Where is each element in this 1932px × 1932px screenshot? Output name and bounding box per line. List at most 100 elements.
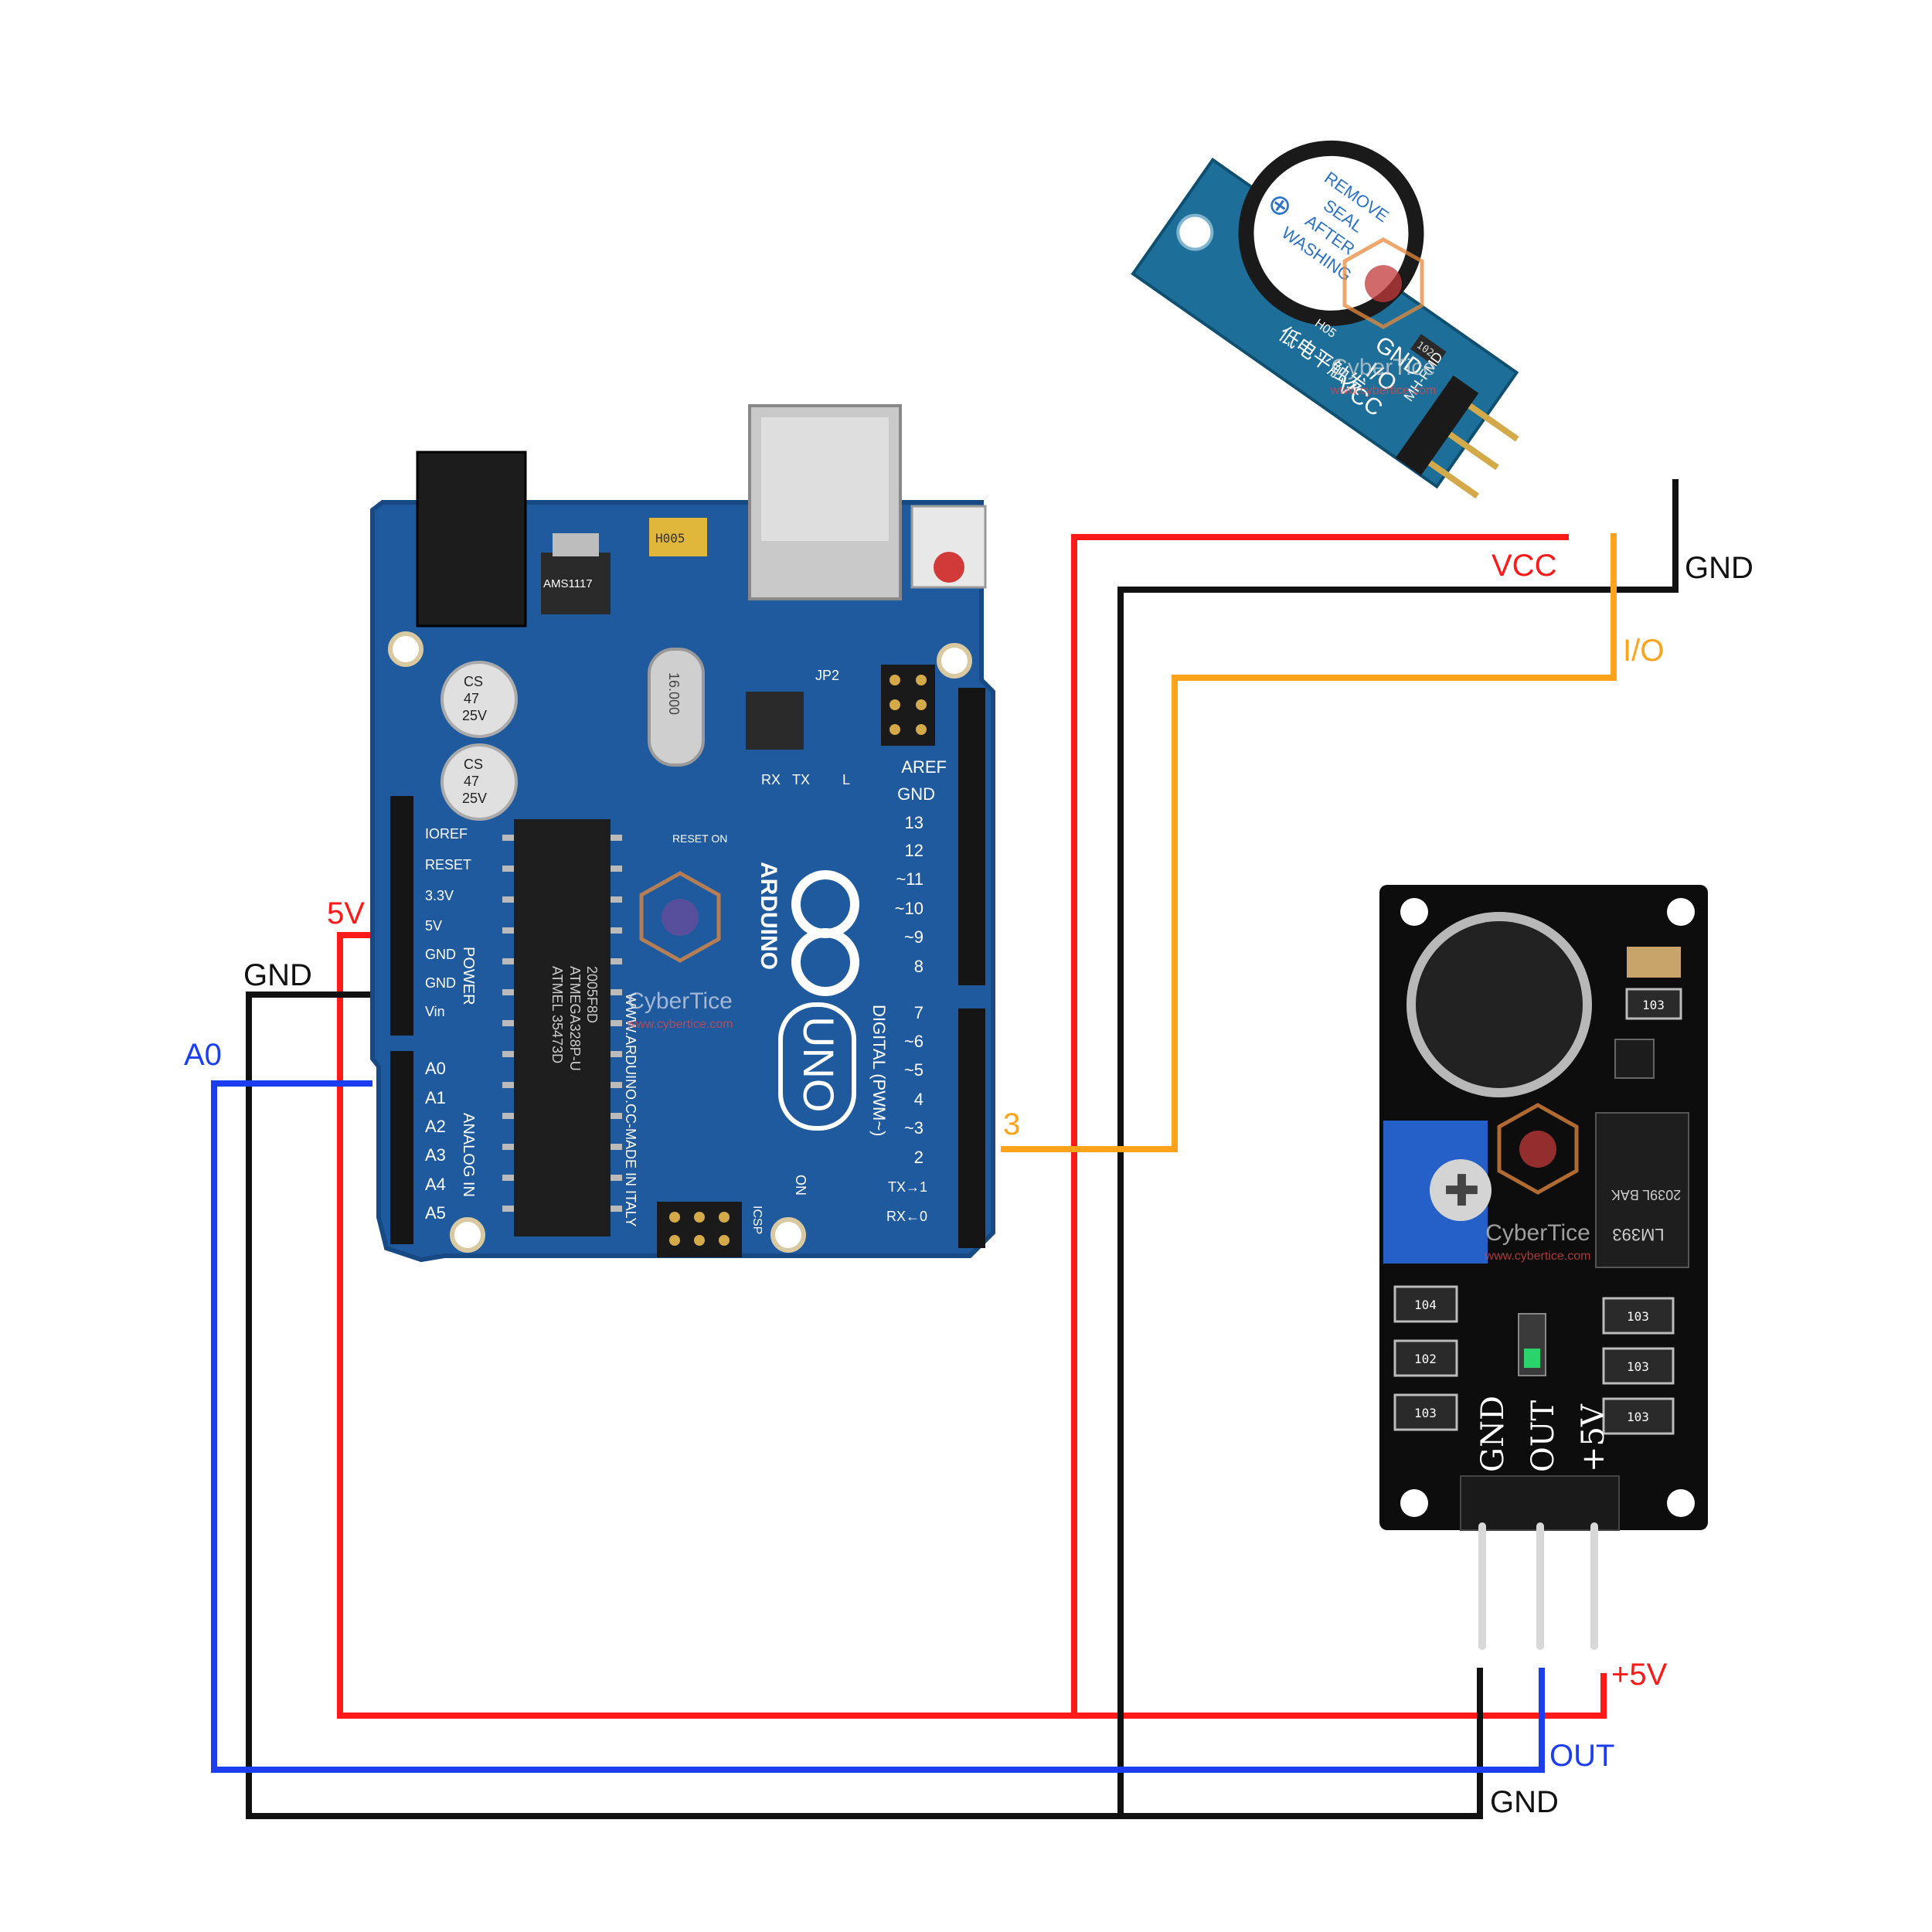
- sound-pins: [1478, 1522, 1598, 1650]
- pin-label-a3: A3: [425, 1145, 446, 1165]
- buzzer-resistor: [1410, 334, 1447, 367]
- sound-pin-label-5v: +5V: [1576, 1403, 1611, 1472]
- pin-label-3: ~3: [904, 1118, 923, 1138]
- resistor-label: 102: [1414, 1352, 1437, 1366]
- pin-label-12: 12: [905, 841, 923, 860]
- chip-brand: ATMEL 35473D: [549, 966, 565, 1063]
- wire-a0: [211, 1080, 1545, 1773]
- watermark-buzzer: CyberTice www.cybertice.com: [1330, 237, 1437, 397]
- arduino-logo: [791, 870, 859, 996]
- buzzer-pins: [1427, 403, 1519, 499]
- analog-pin-labels: A0 A1 A2 A3 A4 A5: [425, 1059, 446, 1223]
- regulator-tab: [553, 533, 599, 556]
- watermark-sound: CyberTice www.cybertice.com: [1485, 1103, 1591, 1263]
- transistor: [1614, 1039, 1655, 1079]
- resistor-label: 103: [1414, 1406, 1437, 1420]
- sound-mount-hole: [1667, 1489, 1695, 1517]
- lm393-chip: [1595, 1112, 1689, 1268]
- usb-inner: [761, 417, 889, 541]
- digital-header-top: [958, 688, 985, 985]
- sound-resistor-top-label: 103: [1642, 998, 1665, 1012]
- pin-label-gnd-d: GND: [897, 784, 935, 804]
- sound-mount-hole: [1667, 898, 1695, 926]
- jp2-label: JP2: [815, 668, 839, 683]
- uno-badge: [778, 1002, 856, 1131]
- label-uno-a0: A0: [184, 1038, 222, 1072]
- label-sound-5v: +5V: [1611, 1658, 1668, 1692]
- wire-d3: [1001, 533, 1617, 1152]
- uno-model: UNO: [794, 1016, 843, 1112]
- mount-hole: [450, 1217, 485, 1253]
- label-sound-out: OUT: [1549, 1739, 1614, 1773]
- regulator-label: AMS1117: [543, 577, 593, 590]
- pin-label-ioref: IOREF: [425, 826, 468, 842]
- pin-label-gnd2: GND: [425, 975, 456, 991]
- watermark-url: www.cybertice.com: [1485, 1250, 1591, 1263]
- resistor-label: 103: [1627, 1359, 1649, 1374]
- svg-text:47: 47: [464, 691, 479, 706]
- pin-label-a0: A0: [425, 1059, 446, 1078]
- fuse: [649, 518, 707, 556]
- label-buzzer-vcc: VCC: [1492, 549, 1556, 583]
- mount-hole: [388, 631, 423, 667]
- icsp-top-header: [881, 665, 935, 746]
- fuse-label: H005: [655, 531, 685, 546]
- sound-mount-hole: [1400, 898, 1428, 926]
- sound-sensor-module: 103 ✚ LM393 2039L BAK 104 102 103 103 10…: [1379, 885, 1708, 1650]
- pin-label-a4: A4: [425, 1175, 446, 1194]
- resistors-left: [1393, 1285, 1458, 1431]
- pin-label-4: 4: [914, 1090, 923, 1109]
- pin-label-3v3: 3.3V: [425, 888, 454, 903]
- voltage-regulator: [541, 553, 611, 614]
- pin-label-aref: AREF: [901, 757, 947, 777]
- watermark-url: www.cybertice.com: [627, 1018, 733, 1031]
- sound-capacitor: [1627, 947, 1681, 978]
- wire-gnd-to-buzzer: [1117, 479, 1679, 1816]
- crystal-label: 16.000: [666, 672, 682, 715]
- capacitor-1: CS 47 25V: [440, 661, 518, 738]
- pin-label-7: 7: [914, 1003, 923, 1022]
- watermark-arduino: CyberTice www.cybertice.com: [627, 871, 733, 1031]
- buzzer-header: [1395, 375, 1479, 476]
- icsp-label: ICSP: [750, 1206, 764, 1234]
- pin-label-a5: A5: [425, 1203, 446, 1223]
- pin-label-5: ~5: [904, 1060, 923, 1080]
- sound-pin-label-out: OUT: [1526, 1400, 1561, 1472]
- svg-text:25V: 25V: [462, 708, 487, 723]
- watermark-brand: CyberTice: [1485, 1220, 1590, 1246]
- pin-label-5v: 5V: [425, 918, 442, 934]
- sound-led-green: [1524, 1349, 1540, 1368]
- pin-label-13: 13: [905, 813, 923, 832]
- pin-label-10: ~10: [895, 899, 923, 918]
- svg-text:CS: CS: [464, 674, 483, 689]
- sound-pin-label-gnd: GND: [1475, 1396, 1511, 1472]
- label-sound-gnd: GND: [1490, 1785, 1559, 1819]
- label-uno-gnd: GND: [243, 958, 312, 992]
- digital-pin-labels-bottom: 7 ~6 ~5 4 ~3 2 TX→1 RX←0: [886, 1003, 927, 1224]
- resistors-right-labels: 103 103 103: [1627, 1309, 1649, 1424]
- pin-label-gnd1: GND: [425, 947, 456, 962]
- label-buzzer-io: I/O: [1623, 634, 1664, 668]
- pin-label-2: 2: [914, 1148, 923, 1167]
- crystal: [648, 648, 705, 767]
- pin-label-6: ~6: [904, 1032, 923, 1051]
- power-pin-labels: IOREF RESET 3.3V 5V GND GND Vin: [425, 826, 471, 1019]
- pin-label-reset: RESET: [425, 857, 471, 872]
- atmega-pins: [502, 835, 622, 1212]
- icsp-header: [657, 1202, 742, 1257]
- resistor-label: 103: [1627, 1410, 1649, 1424]
- atmega-chip: [514, 819, 611, 1236]
- rx-label: RX: [761, 772, 781, 787]
- pin-label-9: ~9: [904, 927, 923, 947]
- watermark-url: www.cybertice.com: [1330, 384, 1437, 397]
- wire-5v-to-sound: [1074, 1673, 1607, 1719]
- analog-header-label: ANALOG IN: [460, 1113, 477, 1197]
- buzzer-mount-hole: [1176, 213, 1214, 251]
- lm393-code: 2039L BAK: [1611, 1187, 1681, 1202]
- reset-on-label: RESET ON: [672, 832, 727, 845]
- resistors-right: [1602, 1297, 1675, 1435]
- sound-mount-hole: [1400, 1489, 1428, 1517]
- potentiometer-cross-icon: ✚: [1444, 1166, 1480, 1216]
